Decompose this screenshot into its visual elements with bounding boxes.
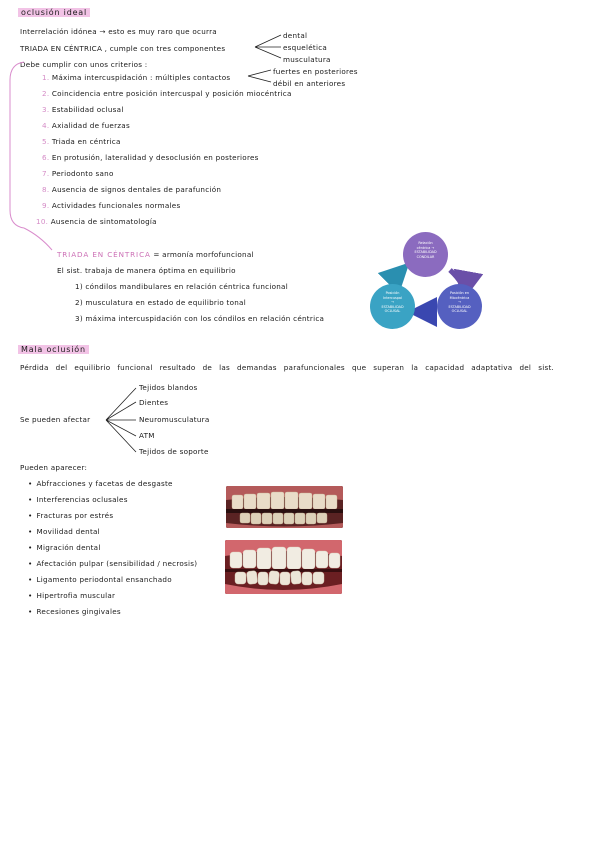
intro-line: Interrelación idónea → esto es muy raro … <box>20 27 217 36</box>
section-title-mala-oclusion: Mala oclusión <box>18 345 89 354</box>
criteria-item: 10. Ausencia de sintomatología <box>36 217 157 226</box>
affected-item: Tejidos de soporte <box>139 447 209 456</box>
branch-musculatura: musculatura <box>283 55 331 64</box>
criteria-intro: Debe cumplir con unos criterios : <box>20 60 148 69</box>
contact-branch-debil: débil en anteriores <box>273 79 346 88</box>
triada-label: TRIADA EN CÉNTRICA <box>57 250 151 259</box>
triada-line: TRIADA EN CÉNTRICA , cumple con tres com… <box>20 44 226 53</box>
appear-label: Pueden aparecer: <box>20 463 88 472</box>
condition-2: 2) musculatura en estado de equilibrio t… <box>75 298 246 307</box>
affected-item: Tejidos blandos <box>139 383 198 392</box>
worn-teeth-photo <box>226 486 343 528</box>
system-line: El sist. trabaja de manera óptima en equ… <box>57 266 236 275</box>
condition-1: 1) cóndilos mandibulares en relación cén… <box>75 282 288 291</box>
crowded-teeth-illustration <box>225 540 342 594</box>
branch-dental: dental <box>283 31 308 40</box>
affected-item: Neuromusculatura <box>139 415 210 424</box>
contact-branch-fuertes: fuertes en posteriores <box>273 67 358 76</box>
list-item: Hipertrofia muscular <box>28 591 115 600</box>
list-item: Ligamento periodontal ensanchado <box>28 575 172 584</box>
criteria-item: 3. Estabilidad oclusal <box>42 105 124 114</box>
list-item: Movilidad dental <box>28 527 100 536</box>
criteria-item: 9. Actividades funcionales normales <box>42 201 181 210</box>
criteria-item: 8. Ausencia de signos dentales de parafu… <box>42 185 222 194</box>
branch-esqueletica: esquelética <box>283 43 328 52</box>
affected-item: ATM <box>139 431 155 440</box>
criteria-item: 2. Coincidencia entre posición intercusp… <box>42 89 292 98</box>
affect-label: Se pueden afectar <box>20 415 91 424</box>
condition-3: 3) máxima intercuspidación con los cóndi… <box>75 314 325 323</box>
section-title-oclusion-ideal: oclusión ideal <box>18 8 91 17</box>
list-item: Abfracciones y facetas de desgaste <box>28 479 173 488</box>
list-item: Interferencias oclusales <box>28 495 128 504</box>
criteria-item: 6. En protusión, lateralidad y desoclusi… <box>42 153 259 162</box>
list-item: Migración dental <box>28 543 101 552</box>
criteria-item: 1. Máxima intercuspidación : múltiples c… <box>42 73 231 82</box>
triada-def: = armonía morfofuncional <box>153 250 254 259</box>
list-item: Recesiones gingivales <box>28 607 121 616</box>
list-item: Fracturas por estrés <box>28 511 114 520</box>
criteria-item: 4. Axialidad de fuerzas <box>42 121 130 130</box>
list-item: Afectación pulpar (sensibilidad / necros… <box>28 559 198 568</box>
triada-definition: TRIADA EN CÉNTRICA = armonía morfofuncio… <box>57 250 254 259</box>
criteria-item: 5. Triada en céntrica <box>42 137 121 146</box>
worn-teeth-illustration <box>226 486 343 528</box>
mala-oclusion-definition: Pérdida del equilibrio funcional resulta… <box>20 363 555 372</box>
crowded-teeth-photo <box>225 540 342 594</box>
affected-item: Dientes <box>139 398 169 407</box>
criteria-item: 7. Periodonto sano <box>42 169 114 178</box>
